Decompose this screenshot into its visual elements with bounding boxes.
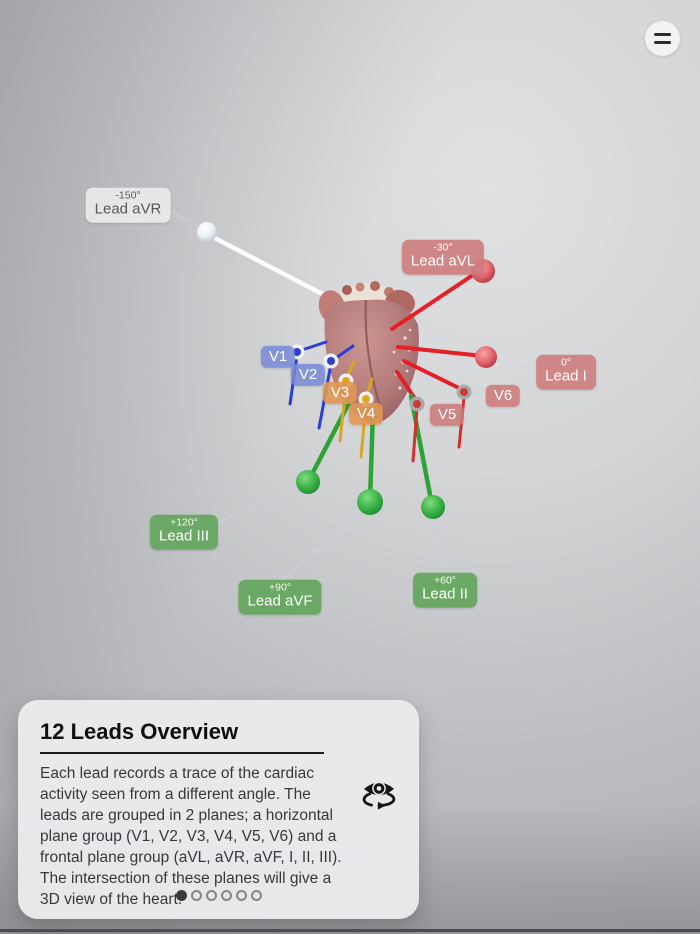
- lead-name: Lead aVF: [247, 593, 313, 611]
- lead-label-v3[interactable]: V3: [322, 381, 358, 405]
- sphere-lead-i: [475, 346, 497, 368]
- sphere-avr: [197, 222, 217, 242]
- info-card: 12 Leads Overview Each lead records a tr…: [18, 700, 419, 919]
- lead-label-v1[interactable]: V1: [260, 345, 296, 369]
- page-dot[interactable]: [191, 890, 202, 901]
- lead-label-avl[interactable]: -30° Lead aVL: [401, 239, 485, 275]
- lead-label-avf[interactable]: +90° Lead aVF: [238, 579, 322, 615]
- lead-label-v4[interactable]: V4: [348, 402, 384, 426]
- lead-label-v2[interactable]: V2: [290, 363, 326, 387]
- eye-rotate-icon: [362, 781, 396, 810]
- lead-name: Lead aVL: [410, 253, 476, 271]
- lead-angle: -150°: [115, 189, 141, 202]
- lead-name: Lead aVR: [94, 201, 162, 219]
- hamburger-menu-icon: [654, 41, 671, 44]
- pagination-dots[interactable]: [176, 890, 262, 901]
- view-rotate-button[interactable]: [353, 770, 405, 816]
- lead-angle: +90°: [268, 581, 292, 594]
- lead-label-iii[interactable]: +120° Lead III: [149, 514, 219, 550]
- lead-angle: +60°: [433, 574, 456, 587]
- lead-name: Lead III: [158, 528, 210, 546]
- lead-label-i[interactable]: 0° Lead I: [536, 354, 596, 390]
- page-dot[interactable]: [206, 890, 217, 901]
- card-body-text: Each lead records a trace of the cardiac…: [40, 765, 342, 908]
- hamburger-menu-icon: [654, 33, 671, 36]
- lead-spheres: [197, 222, 497, 519]
- card-title: 12 Leads Overview: [40, 719, 239, 744]
- menu-button[interactable]: [645, 21, 680, 56]
- page-dot[interactable]: [221, 890, 232, 901]
- label-connector-lines: [159, 205, 542, 581]
- page-dot[interactable]: [176, 890, 187, 901]
- title-underline: [40, 752, 324, 754]
- sphere-lead-ii: [421, 495, 445, 519]
- home-indicator-line: [0, 929, 700, 932]
- sphere-lead-iii: [296, 470, 320, 494]
- lead-angle: +120°: [170, 516, 198, 529]
- lead-label-ii[interactable]: +60° Lead II: [413, 572, 477, 608]
- lead-label-avr[interactable]: -150° Lead aVR: [85, 187, 171, 223]
- lead-name: Lead I: [545, 368, 587, 386]
- lead-label-v5[interactable]: V5: [429, 403, 465, 427]
- lead-label-v6[interactable]: V6: [485, 384, 521, 408]
- page-dot[interactable]: [236, 890, 247, 901]
- lead-name: Lead II: [422, 586, 468, 604]
- lead-angle: -30°: [433, 241, 453, 254]
- lead-angle: 0°: [560, 356, 572, 369]
- page-dot[interactable]: [251, 890, 262, 901]
- sphere-avf: [357, 489, 383, 515]
